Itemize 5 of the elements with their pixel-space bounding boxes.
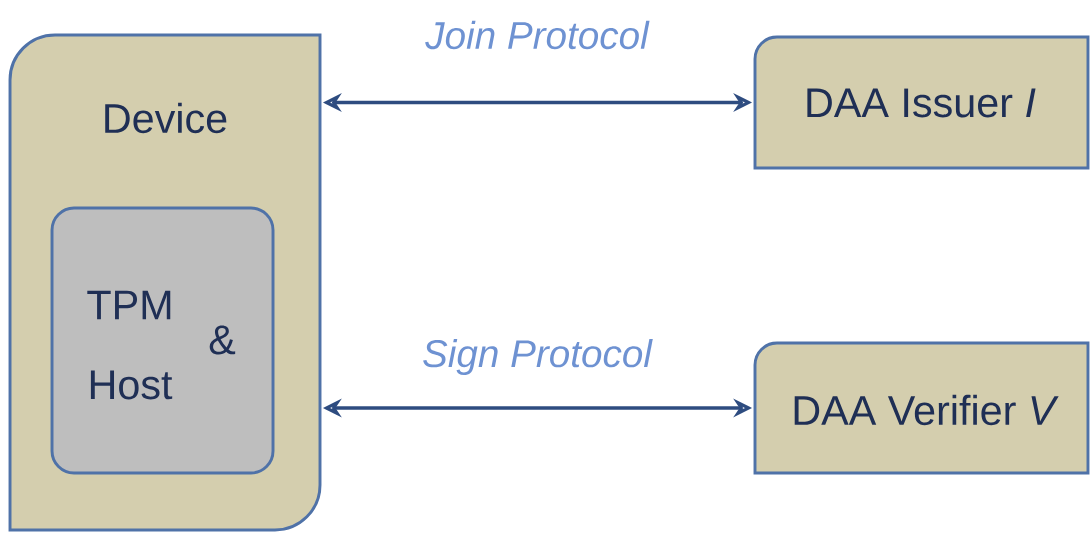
issuer-box: DAA Issuer I <box>753 35 1090 170</box>
verifier-box: DAA Verifier V <box>753 341 1090 475</box>
edge-label: Join Protocol <box>425 20 650 50</box>
tpm-host-box: TPM & Host <box>50 206 275 475</box>
edge-label: Sign Protocol <box>423 338 653 375</box>
